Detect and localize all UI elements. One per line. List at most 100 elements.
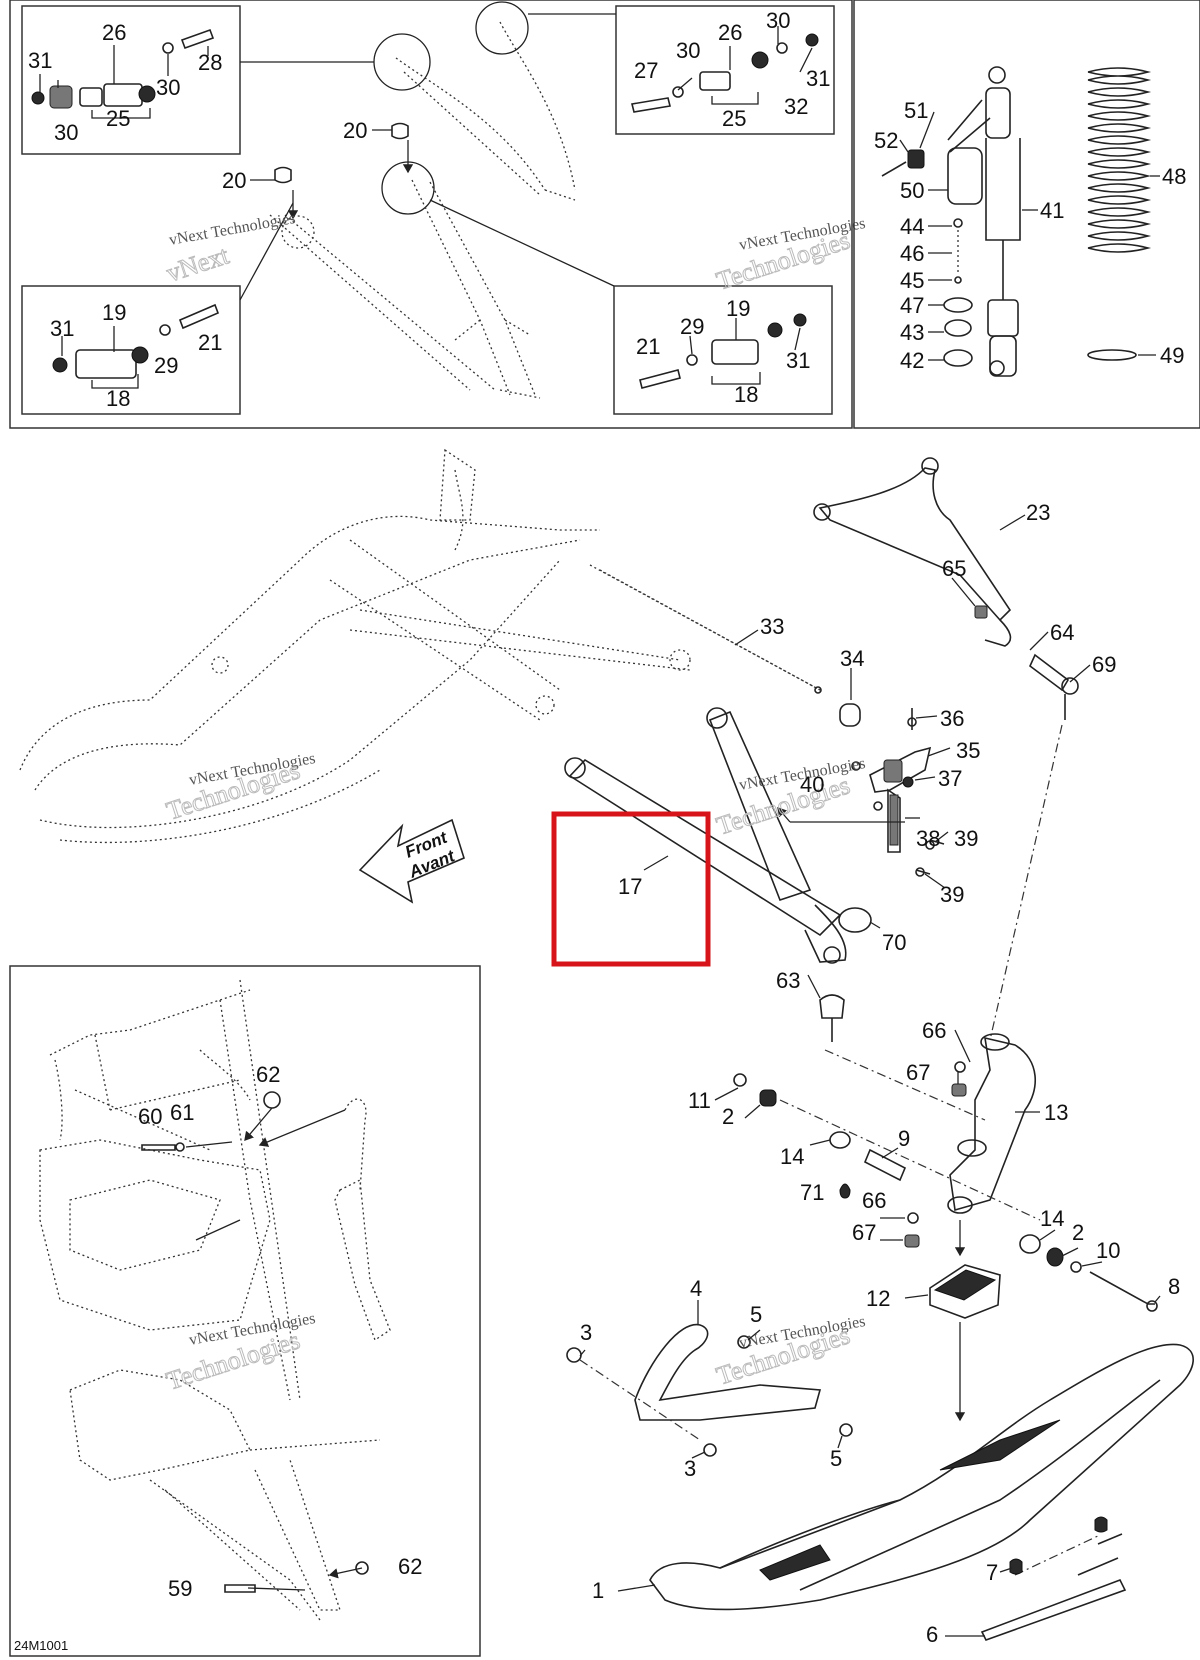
callout-30: 30	[766, 8, 790, 33]
callout-66: 66	[922, 1018, 946, 1043]
inset-bushing-front-upper	[21, 5, 241, 155]
bushing-stack-front-lower	[52, 303, 220, 379]
callout-12: 12	[866, 1286, 890, 1311]
callout-48: 48	[1162, 164, 1186, 189]
callout-45: 45	[900, 268, 924, 293]
callout-3: 3	[580, 1320, 592, 1345]
callout-36: 36	[940, 706, 964, 731]
callout-34: 34	[840, 646, 864, 671]
callout-3: 3	[684, 1456, 696, 1481]
shock-absorber	[947, 66, 1021, 377]
callout-23: 23	[1026, 500, 1050, 525]
bushing-stack-rear-upper	[631, 33, 819, 113]
callout-27: 27	[634, 58, 658, 83]
callout-59: 59	[168, 1576, 192, 1601]
watermark: vNext Technologies	[168, 210, 297, 249]
callout-14: 14	[780, 1144, 804, 1169]
callout-30: 30	[676, 38, 700, 63]
callout-71: 71	[800, 1180, 824, 1205]
callout-2: 2	[1072, 1220, 1084, 1245]
suspension-exploded-view	[564, 457, 1194, 1641]
callout-4: 4	[690, 1276, 702, 1301]
callout-67: 67	[906, 1060, 930, 1085]
callout-2: 2	[722, 1104, 734, 1129]
callout-28: 28	[198, 50, 222, 75]
callout-29: 29	[680, 314, 704, 339]
callout-62: 62	[256, 1062, 280, 1087]
frame-detail-panel: vNext Technologies Technologies	[9, 965, 481, 1657]
callout-52: 52	[874, 128, 898, 153]
callout-31: 31	[28, 48, 52, 73]
callout-26: 26	[102, 20, 126, 45]
callout-21: 21	[198, 330, 222, 355]
callout-1: 1	[592, 1578, 604, 1603]
bushing-stack-front-upper	[31, 28, 215, 109]
inset-bushing-front-lower	[21, 285, 241, 415]
leader-lines	[39, 26, 1161, 1637]
callout-67: 67	[852, 1220, 876, 1245]
callout-31: 31	[786, 348, 810, 373]
callout-14: 14	[1040, 1206, 1064, 1231]
callout-47: 47	[900, 293, 924, 318]
upper-a-arm-sketch	[239, 1, 616, 399]
callout-37: 37	[938, 766, 962, 791]
diagram-code: 24M1001	[14, 1638, 68, 1653]
bracket-35	[869, 746, 932, 853]
callout-60: 60	[138, 1104, 162, 1129]
callout-44: 44	[900, 214, 924, 239]
callout-32: 32	[784, 94, 808, 119]
upper-a-arm-23	[813, 457, 1012, 647]
lower-a-arm-17	[564, 707, 847, 964]
callout-65: 65	[942, 556, 966, 581]
callout-7: 7	[986, 1560, 998, 1585]
callout-50: 50	[900, 178, 924, 203]
callout-5: 5	[830, 1446, 842, 1471]
callout-30: 30	[54, 120, 78, 145]
callout-35: 35	[956, 738, 980, 763]
callout-26: 26	[718, 20, 742, 45]
inset-bushing-rear-upper	[615, 5, 835, 135]
callout-19: 19	[726, 296, 750, 321]
callout-8: 8	[1168, 1274, 1180, 1299]
callout-21: 21	[636, 334, 660, 359]
callout-5: 5	[750, 1302, 762, 1327]
callout-46: 46	[900, 241, 924, 266]
callout-20: 20	[343, 118, 367, 143]
callout-10: 10	[1096, 1238, 1120, 1263]
callout-19: 19	[102, 300, 126, 325]
callout-70: 70	[882, 930, 906, 955]
callout-labels: 31 26 28 30 25 30 20 20 30 26 30 27 31 3…	[28, 8, 1186, 1647]
callout-39: 39	[940, 882, 964, 907]
callout-31: 31	[806, 66, 830, 91]
callout-31: 31	[50, 316, 74, 341]
inset-bushing-rear-lower	[613, 285, 833, 415]
callout-43: 43	[900, 320, 924, 345]
bushing-stack-rear-lower	[639, 313, 807, 389]
callout-25: 25	[106, 106, 130, 131]
callout-17: 17	[618, 874, 642, 899]
callout-66: 66	[862, 1188, 886, 1213]
callout-20: 20	[222, 168, 246, 193]
spring	[1087, 67, 1152, 361]
callout-62: 62	[398, 1554, 422, 1579]
callout-30: 30	[156, 75, 180, 100]
shock-panel	[853, 0, 1200, 429]
callout-13: 13	[1044, 1100, 1068, 1125]
front-direction-arrow: Front Avant	[358, 818, 465, 904]
spindle-13	[947, 1033, 1036, 1214]
callout-39: 39	[954, 826, 978, 851]
callout-11: 11	[688, 1088, 711, 1113]
callout-49: 49	[1160, 343, 1184, 368]
callout-6: 6	[926, 1622, 938, 1647]
chassis-sketch	[19, 448, 821, 844]
callout-69: 69	[1092, 652, 1116, 677]
callout-18: 18	[106, 386, 130, 411]
callout-9: 9	[898, 1126, 910, 1151]
callout-38: 38	[916, 826, 940, 851]
callout-41: 41	[1040, 198, 1064, 223]
callout-61: 61	[170, 1100, 194, 1125]
ski-1	[649, 1343, 1194, 1611]
callout-51: 51	[904, 98, 928, 123]
callout-29: 29	[154, 353, 178, 378]
